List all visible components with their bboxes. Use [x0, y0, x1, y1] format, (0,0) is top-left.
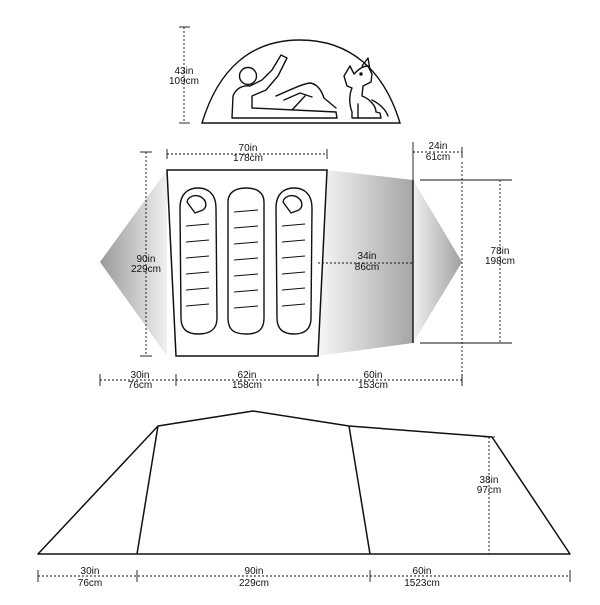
sleeping-bag	[227, 187, 265, 335]
door-offset-cm: 61cm	[426, 152, 450, 163]
side-view: 43in 109cm	[169, 26, 401, 124]
door-height-in: 78in	[491, 246, 510, 257]
front-left-cm: 76cm	[78, 578, 102, 589]
front-right-cm: 1523cm	[404, 578, 440, 589]
bottom-right-cm: 153cm	[358, 380, 388, 391]
front-height-in: 38in	[480, 475, 499, 486]
side-height-cm: 109cm	[169, 76, 199, 87]
sleeping-bag	[275, 187, 313, 335]
bottom-mid-in: 62in	[238, 370, 257, 381]
length-dimension	[140, 151, 152, 357]
right-vestibule-shade	[413, 180, 462, 343]
side-height-dimension	[179, 26, 190, 124]
pole-left	[136, 425, 159, 555]
front-height-dimension	[484, 436, 495, 554]
top-width-dimension	[166, 149, 328, 159]
front-height-cm: 97cm	[477, 485, 501, 496]
dog-sitting-icon	[343, 57, 389, 119]
front-left-in: 30in	[81, 566, 100, 577]
bottom-right-in: 60in	[364, 370, 383, 381]
rear-vestibule-shade	[318, 170, 413, 356]
front-view	[37, 410, 571, 555]
front-right-in: 60in	[413, 566, 432, 577]
bottom-dimension-chain	[99, 374, 463, 386]
floor-plan: 70in 178cm 90in 229cm 34in 86cm 24in 61c…	[99, 141, 515, 391]
sleeping-bag	[179, 187, 218, 335]
person-lying-icon	[231, 54, 338, 119]
front-bottom-dimension-chain	[37, 570, 571, 582]
top-width-in: 70in	[239, 143, 258, 154]
door-height-cm: 198cm	[485, 256, 515, 267]
door-offset-in: 24in	[429, 141, 448, 152]
door-offset-dimension	[412, 142, 463, 180]
side-height-in: 43in	[175, 66, 194, 77]
left-vestibule-shade	[100, 170, 167, 356]
door-height-dimension	[420, 179, 512, 344]
pole-right	[348, 425, 371, 555]
length-cm: 229cm	[131, 264, 161, 275]
front-mid-in: 90in	[245, 566, 264, 577]
length-in: 90in	[137, 254, 156, 265]
top-width-cm: 178cm	[233, 153, 263, 164]
bottom-left-cm: 76cm	[128, 380, 152, 391]
bottom-left-in: 30in	[131, 370, 150, 381]
vestibule-depth-cm: 86cm	[355, 262, 379, 273]
sleeping-bags	[179, 187, 313, 335]
bottom-mid-cm: 158cm	[232, 380, 262, 391]
front-mid-cm: 229cm	[239, 578, 269, 589]
vestibule-depth-in: 34in	[358, 251, 377, 262]
